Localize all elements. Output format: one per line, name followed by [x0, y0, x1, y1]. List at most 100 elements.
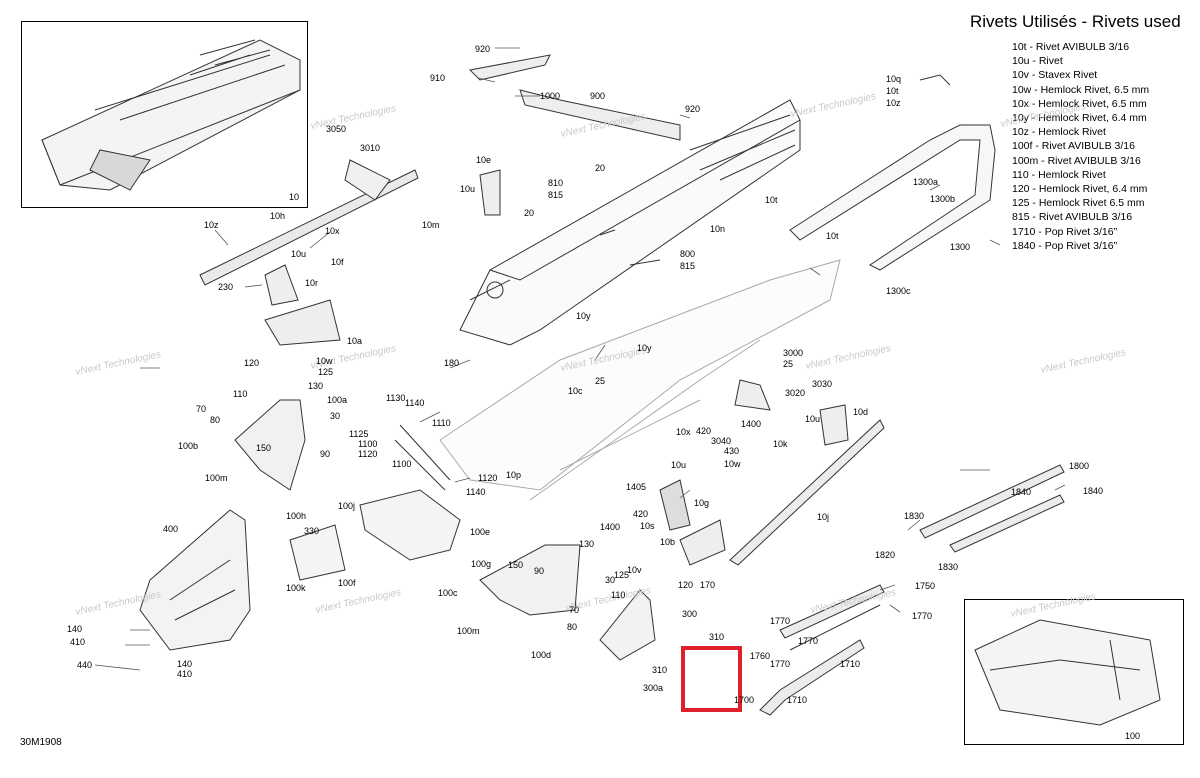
inset-tunnel-drawing	[41, 39, 301, 191]
part-number-label: 10t	[886, 86, 899, 96]
part-number-label: 80	[567, 622, 578, 632]
part-number-label: 3010	[360, 143, 381, 153]
legend-item: 100f - Rivet AVIBULB 3/16	[1012, 140, 1135, 153]
part-number-label: 1400	[600, 522, 621, 532]
part-number-label: 1300c	[886, 286, 911, 296]
part-number-label: 1110	[432, 418, 451, 428]
highlight-box	[681, 646, 742, 712]
part-number-label: 10m	[422, 220, 440, 230]
part-number-label: 120	[678, 580, 694, 590]
part-number-label: 30	[330, 411, 341, 421]
legend-item: 10u - Rivet	[1012, 55, 1063, 68]
part-number-label: 125	[318, 367, 334, 377]
part-number-label: 150	[508, 560, 524, 570]
legend-item: 110 - Hemlock Rivet	[1012, 168, 1106, 181]
part-number-label: 10j	[817, 512, 830, 522]
part-number-label: 100d	[531, 650, 552, 660]
part-number-label: 3000	[783, 348, 804, 358]
part-number-label: 10b	[660, 537, 676, 547]
part-number-label: 80	[210, 415, 221, 425]
part-number-label: 10f	[331, 257, 344, 267]
part-number-label: 410	[177, 669, 193, 679]
part-number-label: 1840	[1011, 487, 1032, 497]
part-number-label: 10t	[826, 231, 839, 241]
part-number-label: 10w	[316, 356, 333, 366]
part-number-label: 10e	[476, 155, 492, 165]
part-number-label: 1700	[734, 695, 755, 705]
part-number-label: 10v	[627, 565, 642, 575]
part-number-label: 1800	[1069, 461, 1090, 471]
part-number-label: 1100	[358, 439, 378, 449]
part-number-label: 430	[724, 446, 740, 456]
part-number-label: 170	[700, 580, 716, 590]
diagram-title: Rivets Utilisés - Rivets used	[970, 12, 1181, 31]
part-number-label: 1000	[540, 91, 561, 101]
part-number-label: 10z	[886, 98, 901, 108]
part-number-label: 90	[534, 566, 545, 576]
part-number-label: 1770	[798, 636, 819, 646]
part-number-label: 920	[685, 104, 701, 114]
legend-item: 120 - Hemlock Rivet, 6.4 mm	[1012, 183, 1148, 196]
part-number-label: 100f	[338, 578, 356, 588]
inset-number-bottom-right: 100	[1125, 731, 1141, 741]
legend-item: 100m - Rivet AVIBULB 3/16	[1012, 154, 1141, 167]
inset-frame-top-left	[21, 21, 308, 208]
part-number-label: 10a	[347, 336, 363, 346]
legend-item: 10y - Hemlock Rivet, 6.4 mm	[1012, 112, 1147, 125]
part-number-label: 10c	[568, 386, 583, 396]
part-number-label: 180	[444, 358, 460, 368]
part-number-label: 1750	[915, 581, 936, 591]
part-number-label: 1710	[787, 695, 808, 705]
part-number-label: 110	[611, 590, 626, 600]
part-number-label: 1130	[386, 393, 406, 403]
part-number-label: 10x	[676, 427, 691, 437]
part-number-label: 300	[682, 609, 698, 619]
legend-item: 1710 - Pop Rivet 3/16”	[1012, 225, 1118, 238]
part-number-label: 1120	[358, 449, 378, 459]
part-number-label: 810	[548, 178, 564, 188]
part-number-label: 100k	[286, 583, 306, 593]
part-number-label: 815	[548, 190, 564, 200]
part-number-label: 10g	[694, 498, 710, 508]
legend-item: 10x - Hemlock Rivet, 6.5 mm	[1012, 97, 1147, 110]
part-number-label: 400	[163, 524, 179, 534]
part-number-label: 100m	[205, 473, 228, 483]
part-number-label: 910	[430, 73, 446, 83]
part-number-label: 10w	[724, 459, 741, 469]
part-number-label: 815	[680, 261, 696, 271]
part-number-label: 10k	[773, 439, 788, 449]
part-number-label: 10s	[640, 521, 655, 531]
part-number-label: 100e	[470, 527, 491, 537]
part-number-label: 3020	[785, 388, 806, 398]
part-number-label: 1760	[750, 651, 771, 661]
part-number-label: 10n	[710, 224, 726, 234]
part-number-label: 10x	[325, 226, 340, 236]
part-number-label: 90	[320, 449, 331, 459]
part-number-label: 920	[475, 44, 491, 54]
part-number-label: 10u	[291, 249, 307, 259]
legend-item: 10z - Hemlock Rivet	[1012, 126, 1106, 139]
part-number-label: 100m	[457, 626, 480, 636]
rail-10h-drawing	[199, 169, 419, 286]
part-number-label: 10y	[576, 311, 591, 321]
part-number-label: 1770	[770, 616, 791, 626]
part-number-label: 1300	[950, 242, 971, 252]
inset-frame-bottom-right	[964, 599, 1184, 745]
part-number-label: 410	[70, 637, 86, 647]
part-number-label: 140	[67, 624, 83, 634]
part-number-label: 1405	[626, 482, 647, 492]
part-number-label: 440	[77, 660, 93, 670]
part-number-label: 1770	[912, 611, 933, 621]
part-number-label: 10u	[671, 460, 687, 470]
part-number-label: 130	[308, 381, 324, 391]
part-number-label: 25	[595, 376, 606, 386]
part-number-label: 1710	[840, 659, 861, 669]
part-number-label: 150	[256, 443, 272, 453]
part-number-label: 25	[783, 359, 794, 369]
part-number-label: 3030	[812, 379, 833, 389]
part-number-label: 20	[595, 163, 606, 173]
part-number-label: 800	[680, 249, 696, 259]
part-number-label: 1820	[875, 550, 896, 560]
